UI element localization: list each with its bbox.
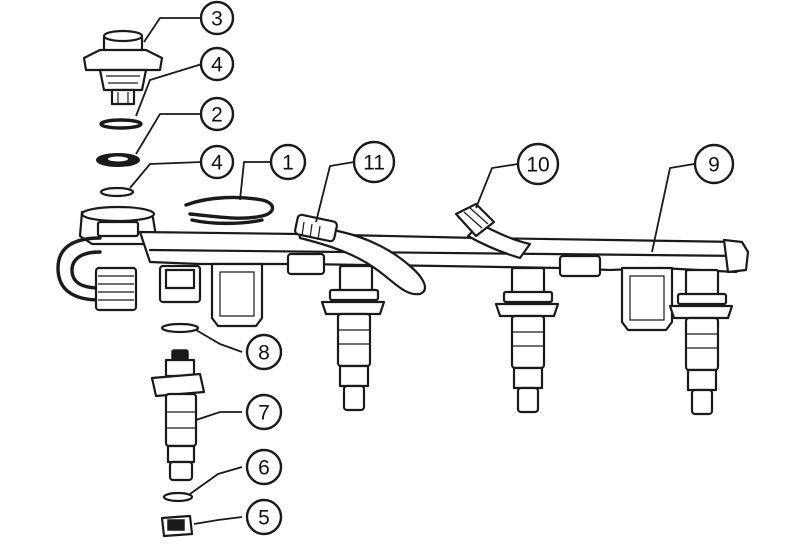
callout-5: 5 — [245, 498, 283, 536]
injector-exploded — [150, 349, 206, 482]
callout-6-label: 6 — [258, 457, 270, 480]
o-ring-upper — [99, 118, 143, 130]
fuel-supply-pipe — [294, 213, 427, 296]
callout-6: 6 — [245, 448, 283, 486]
o-ring-lower — [99, 186, 135, 198]
pressure-regulator — [82, 29, 164, 106]
fuel-return-pipe — [454, 202, 532, 260]
callout-3: 3 — [199, 0, 235, 36]
callout-9-label: 9 — [708, 154, 720, 177]
injector-cap — [160, 514, 194, 538]
callout-2: 2 — [199, 96, 235, 132]
callout-11: 11 — [352, 140, 396, 184]
callout-4-lower: 4 — [199, 144, 235, 180]
callout-9: 9 — [693, 143, 735, 185]
retaining-clip — [184, 195, 275, 226]
callout-8: 8 — [245, 333, 283, 371]
callout-4-upper: 4 — [199, 46, 235, 82]
callout-1-label: 1 — [282, 152, 294, 175]
callout-2-label: 2 — [211, 104, 223, 127]
callout-7: 7 — [245, 393, 283, 431]
callout-4-lower-label: 4 — [211, 152, 223, 175]
callout-4-upper-label: 4 — [211, 54, 223, 77]
callout-10-label: 10 — [526, 154, 549, 177]
injector-installed-3 — [668, 292, 734, 416]
callout-5-label: 5 — [258, 507, 270, 530]
callout-7-label: 7 — [258, 402, 270, 425]
callout-8-label: 8 — [258, 342, 270, 365]
callout-11-label: 11 — [363, 152, 385, 175]
injector-installed-1 — [320, 288, 386, 412]
injector-seal — [162, 491, 194, 503]
injector-o-ring-upper — [160, 322, 200, 334]
leader-lines — [129, 17, 695, 525]
injector-installed-2 — [494, 290, 560, 414]
callout-3-label: 3 — [211, 8, 223, 31]
fuel-rail — [56, 205, 750, 332]
callout-10: 10 — [516, 142, 560, 186]
callout-1: 1 — [269, 143, 307, 181]
